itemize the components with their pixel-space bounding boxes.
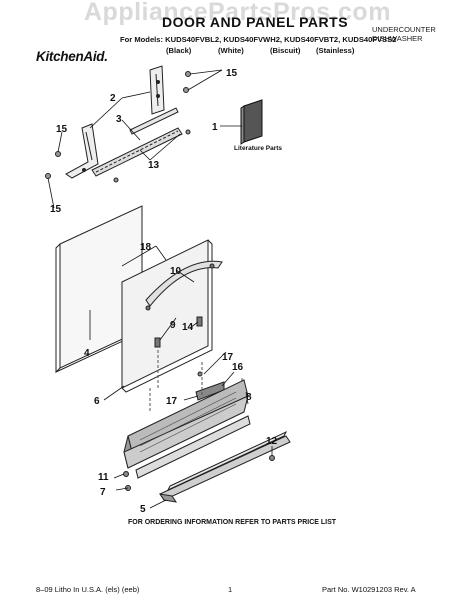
leader-lines [47,69,273,509]
callout-17-top: 17 [222,352,234,363]
callout-4: 4 [84,348,90,359]
litho-line: 8–09 Litho In U.S.A. (els) (eeb) [36,585,140,594]
callout-16: 16 [232,362,244,373]
callout-10: 10 [170,266,182,277]
handle-screws [154,316,203,348]
color-black: (Black) [166,46,192,55]
watermark-text: AppliancePartsPros.com [84,0,391,26]
part-number: Part No. W10291203 Rev. A [322,585,416,594]
callout-15-bottom: 15 [50,204,62,215]
right-mounting-bracket [149,65,165,115]
door-handle [145,260,223,311]
left-mounting-bracket [65,123,99,179]
callout-15-left: 15 [56,124,68,135]
appliance-type: UNDERCOUNTER DISHWASHER [372,25,436,43]
callout-9: 9 [170,320,176,331]
callout-5: 5 [140,504,146,515]
control-panel [123,379,249,469]
bracket-screws [45,71,191,183]
callout-8: 8 [246,392,252,403]
callout-6: 6 [94,396,100,407]
appliance-type-line1: UNDERCOUNTER [372,25,436,34]
callout-15-top: 15 [226,68,238,79]
page-title: DOOR AND PANEL PARTS [162,14,349,30]
callout-12: 12 [266,436,278,447]
literature-parts-label: Literature Parts [234,145,282,152]
color-biscuit: (Biscuit) [270,46,301,55]
callout-17-bottom: 17 [166,396,178,407]
color-white: (White) [218,46,244,55]
lower-access-panel [158,430,291,503]
ordering-note: FOR ORDERING INFORMATION REFER TO PARTS … [127,519,337,526]
literature-booklet [240,99,263,145]
callout-14: 14 [182,322,194,333]
model-list: For Models: KUDS40FVBL2, KUDS40FVWH2, KU… [120,35,397,44]
color-stainless: (Stainless) [316,46,355,55]
callout-7: 7 [100,487,106,498]
callout-11: 11 [98,472,109,483]
callout-3: 3 [116,114,122,125]
callout-13: 13 [148,160,160,171]
callout-2: 2 [110,93,116,104]
brand-logo: KitchenAid. [36,49,108,64]
hinge-rail [91,107,183,177]
console-insert [135,415,251,479]
callout-18: 18 [140,242,152,253]
callout-1: 1 [212,122,218,133]
page-number: 1 [228,585,233,594]
appliance-type-line2: DISHWASHER [372,34,423,43]
